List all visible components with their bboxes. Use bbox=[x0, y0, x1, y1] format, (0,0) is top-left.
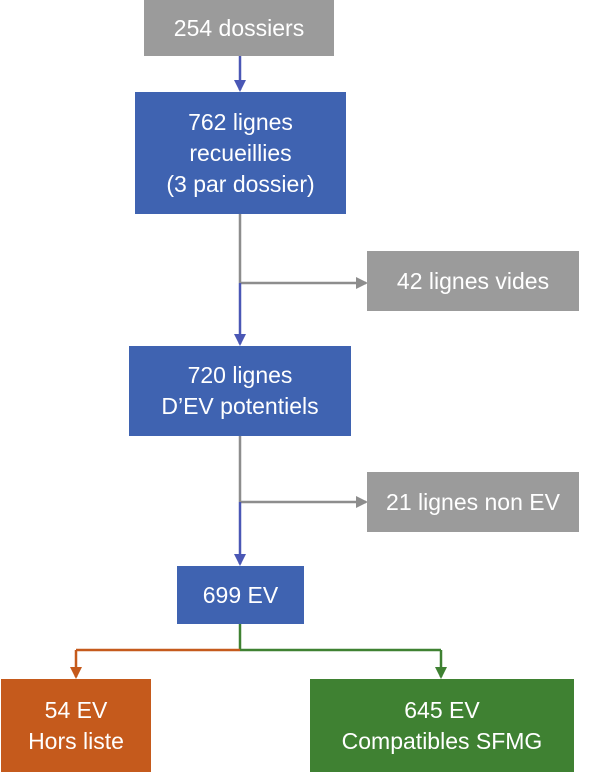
node-line: D’EV potentiels bbox=[161, 393, 319, 419]
node-line: 42 lignes vides bbox=[396, 267, 550, 294]
node-699-ev: 699 EV bbox=[177, 566, 304, 624]
node-254-dossiers: 254 dossiers bbox=[144, 0, 334, 56]
node-line: 21 lignes non EV bbox=[386, 488, 560, 515]
node-645-ev-compatibles-sfmg: 645 EV Compatibles SFMG bbox=[310, 679, 574, 772]
node-line: (3 par dossier) bbox=[166, 170, 315, 197]
node-line: 720 lignes bbox=[187, 362, 293, 388]
node-762-lignes-recueillies: 762 lignes recueillies (3 par dossier) bbox=[135, 92, 346, 214]
node-line: Compatibles SFMG bbox=[341, 727, 543, 754]
node-21-lignes-non-ev: 21 lignes non EV bbox=[367, 472, 579, 532]
node-720-lignes-ev-potentiels: 720 lignes D’EV potentiels bbox=[129, 346, 351, 436]
node-42-lignes-vides: 42 lignes vides bbox=[367, 251, 579, 311]
node-line: recueillies bbox=[189, 139, 292, 166]
node-line: 54 EV bbox=[44, 696, 108, 723]
node-54-ev-hors-liste: 54 EV Hors liste bbox=[1, 679, 151, 772]
node-line: 645 EV bbox=[404, 696, 480, 723]
node-line: 254 dossiers bbox=[173, 14, 305, 41]
node-line: 762 lignes bbox=[188, 108, 293, 135]
node-line: 699 EV bbox=[202, 581, 279, 608]
node-line: Hors liste bbox=[28, 727, 124, 754]
